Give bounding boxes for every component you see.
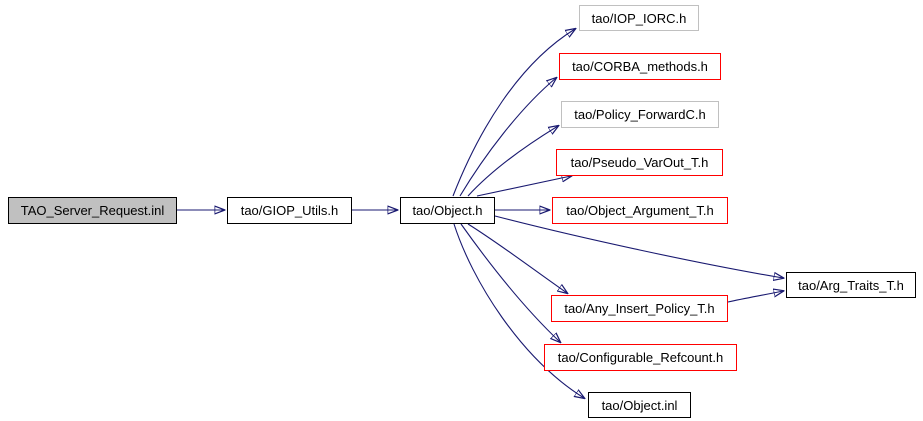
edge-object-h-to-corba-methods (459, 78, 556, 197)
graph-node-arg-traits-t[interactable]: tao/Arg_Traits_T.h (786, 272, 916, 298)
edge-object-h-to-object-inl (453, 223, 584, 398)
graph-node-pseudo-varout-t[interactable]: tao/Pseudo_VarOut_T.h (556, 149, 723, 176)
graph-node-object-argument-t[interactable]: tao/Object_Argument_T.h (552, 197, 728, 224)
edge-any-insert-to-arg-traits-t (727, 291, 783, 303)
edge-object-h-to-policy-forwardc (467, 126, 558, 197)
graph-node-policy-forwardc: tao/Policy_ForwardC.h (561, 101, 719, 128)
edge-object-h-to-configurable (460, 223, 560, 342)
edge-object-h-to-iop-iorc (452, 29, 575, 197)
graph-node-corba-methods[interactable]: tao/CORBA_methods.h (559, 53, 721, 80)
edge-object-h-to-arg-traits-t (494, 215, 783, 278)
graph-node-giop-utils[interactable]: tao/GIOP_Utils.h (227, 197, 352, 224)
graph-node-object-inl[interactable]: tao/Object.inl (588, 392, 691, 418)
graph-node-any-insert-policy-t[interactable]: tao/Any_Insert_Policy_T.h (551, 295, 728, 322)
graph-node-object-h[interactable]: tao/Object.h (400, 197, 495, 224)
edge-object-h-to-any-insert-policy (467, 223, 567, 293)
graph-node-iop-iorc: tao/IOP_IORC.h (579, 5, 699, 31)
graph-node-configurable-refcount[interactable]: tao/Configurable_Refcount.h (544, 344, 737, 371)
edge-object-h-to-pseudo-varout-t (476, 176, 571, 197)
graph-node-tao-server-request-inl: TAO_Server_Request.inl (8, 197, 177, 224)
